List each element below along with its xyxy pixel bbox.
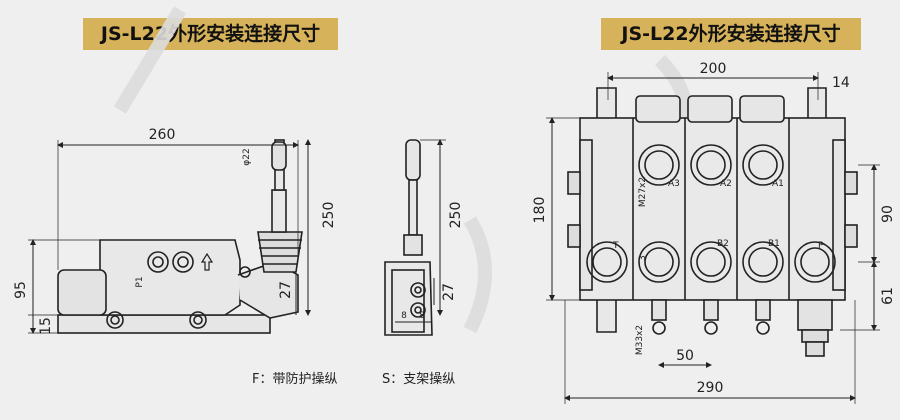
dim-side-27: 27 (441, 283, 457, 301)
dim-side-height: 250 (448, 202, 464, 229)
front-view (28, 139, 311, 334)
dim-right-m27: M27x2 (638, 177, 648, 207)
dim-front-27: 27 (278, 281, 294, 299)
port-p1: P1 (135, 276, 145, 287)
dim-right-top: 200 (700, 61, 727, 77)
port-b2: B2 (717, 239, 729, 249)
port-a2: A2 (720, 179, 732, 189)
port-a3: A3 (668, 179, 680, 189)
dim-right-14: 14 (832, 75, 850, 91)
dim-right-61: 61 (880, 287, 896, 305)
legend-f: F：带防护操纵 (252, 371, 337, 387)
port-b1: B1 (768, 239, 780, 249)
dim-side-8a: 8 (401, 311, 407, 321)
bellows (257, 231, 303, 273)
dim-right-total: 290 (697, 380, 724, 396)
dim-front-base: 95 (13, 281, 29, 299)
port-a1: A1 (772, 179, 784, 189)
dim-right-90: 90 (880, 205, 896, 223)
dim-front-width: 260 (149, 127, 176, 143)
dim-front-base-small: 15 (38, 317, 54, 335)
dim-right-height: 180 (532, 197, 548, 224)
dim-right-pitch: 50 (676, 348, 694, 364)
right-view (546, 72, 880, 404)
dim-front-phi22: φ22 (242, 148, 252, 165)
dim-side-8b: 8 (419, 311, 425, 321)
port-p: P (818, 241, 824, 251)
dim-front-height: 250 (321, 202, 337, 229)
title-right: JS-L22外形安装连接尺寸 (601, 18, 861, 50)
dim-right-m33: M33x2 (635, 325, 645, 355)
legend-s: S：支架操纵 (382, 371, 455, 387)
port-t: T (612, 241, 619, 251)
side-view (384, 139, 446, 336)
dim-right-3: 3 (638, 255, 648, 261)
